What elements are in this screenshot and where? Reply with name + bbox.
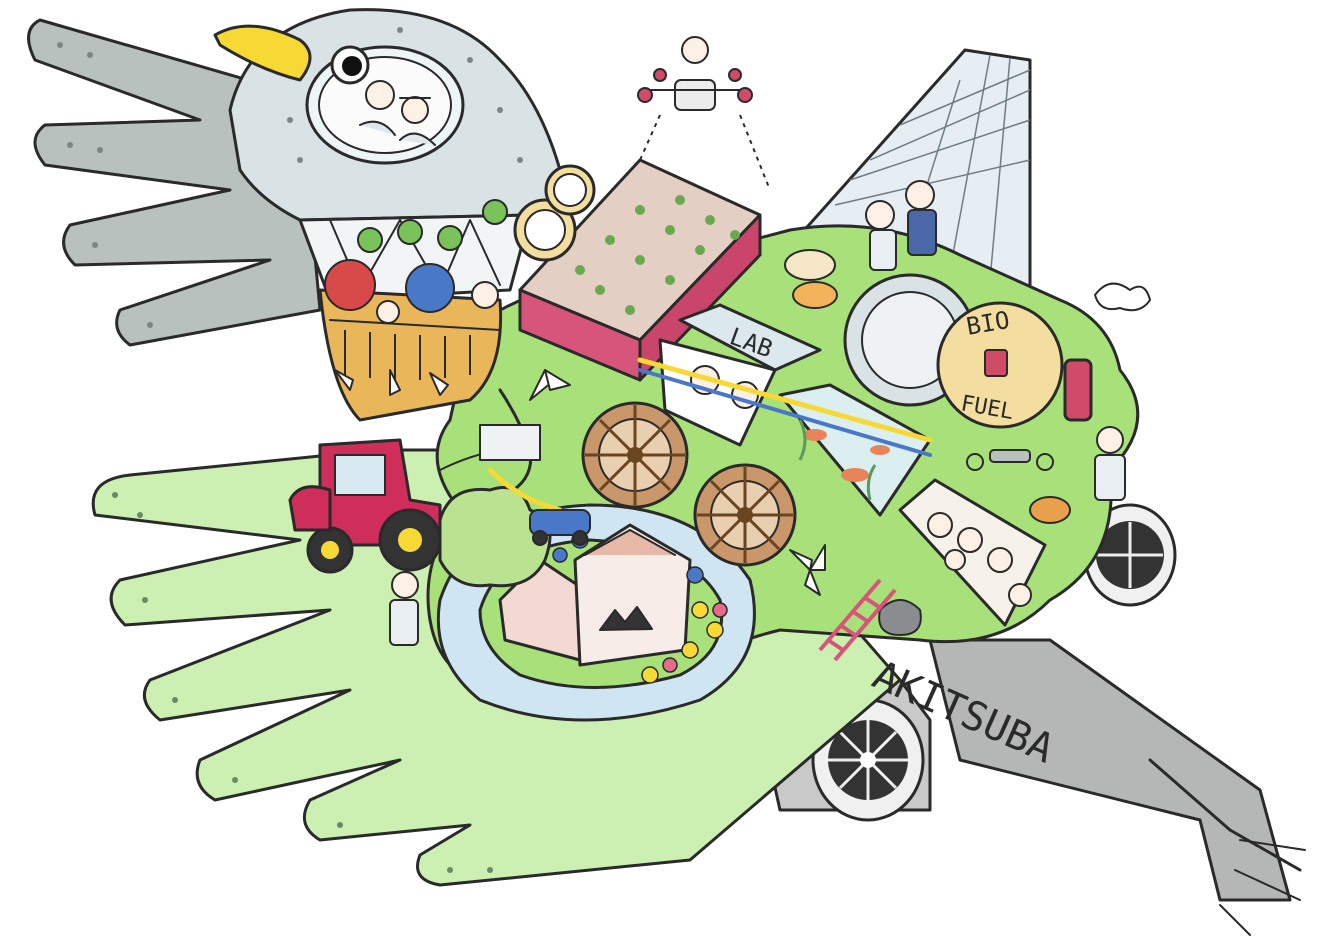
drone-icon [637,36,771,191]
planter-field [513,158,762,382]
pipes [487,357,933,513]
houses [498,523,692,667]
water-wheel-icon [581,401,689,509]
ladder [818,578,897,662]
balcony-basket [318,259,503,422]
wind-turbine-icon [334,369,826,596]
bird-head-icon [213,8,562,222]
lawn-robot [529,509,591,546]
animals [784,249,1071,636]
water-wheel-icon [693,463,797,567]
family-window [898,478,1047,627]
workers [389,180,1126,646]
ground-drone [966,449,1054,471]
biofuel-tank-icon: BIO FUEL [843,273,1151,429]
landing-legs [928,638,1306,936]
tractor-icon [288,424,541,574]
